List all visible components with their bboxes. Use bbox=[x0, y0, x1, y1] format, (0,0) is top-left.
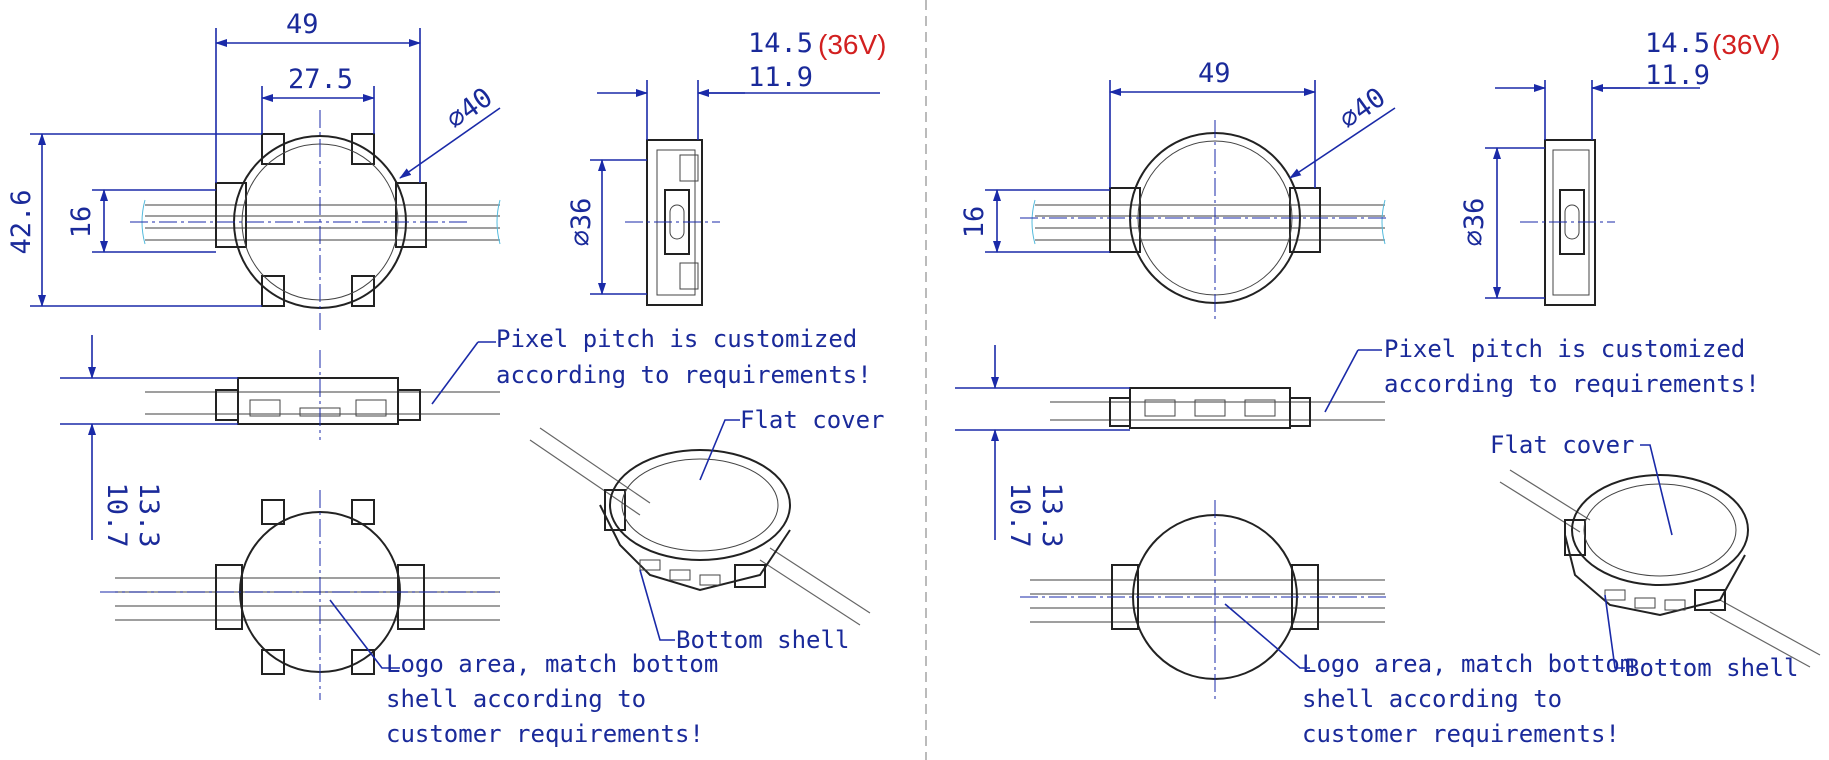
note-pixel-pitch-1-r: Pixel pitch is customized bbox=[1384, 335, 1745, 363]
note-logo-3: customer requirements! bbox=[386, 720, 704, 748]
dim-36v: (36V) bbox=[818, 29, 886, 60]
dim-13-3-r: 13.3 bbox=[1036, 482, 1067, 547]
dim-13-3: 13.3 bbox=[133, 482, 164, 547]
note-pixel-pitch-2: according to requirements! bbox=[496, 361, 872, 389]
note-bottom-shell: Bottom shell bbox=[676, 626, 849, 654]
left-side-view bbox=[625, 139, 720, 306]
right-panel: 49 ⌀40 16 14.5 (36V) 11.9 ⌀36 bbox=[955, 28, 1821, 748]
note-pixel-pitch-1: Pixel pitch is customized bbox=[496, 325, 857, 353]
note-logo-2: shell according to bbox=[386, 685, 646, 713]
right-side-view bbox=[1520, 139, 1615, 306]
dim-14-5: 14.5 bbox=[748, 28, 813, 59]
right-iso-view bbox=[1499, 469, 1821, 668]
left-bottom-view bbox=[100, 490, 500, 700]
note-logo-2-r: shell according to bbox=[1302, 685, 1562, 713]
note-bottom-shell-r: Bottom shell bbox=[1625, 654, 1798, 682]
dim-27-5: 27.5 bbox=[288, 64, 353, 95]
right-top-view bbox=[1020, 120, 1390, 320]
dim-diameter-40: ⌀40 bbox=[441, 82, 499, 136]
dim-49-r: 49 bbox=[1198, 58, 1231, 89]
left-iso-view bbox=[529, 427, 871, 626]
dim-diameter-36-r: ⌀36 bbox=[1459, 198, 1490, 247]
dim-10-7-r: 10.7 bbox=[1004, 482, 1035, 547]
dim-diameter-40-r: ⌀40 bbox=[1334, 82, 1392, 136]
note-logo-1-r: Logo area, match bottom bbox=[1302, 650, 1634, 678]
note-pixel-pitch-2-r: according to requirements! bbox=[1384, 370, 1760, 398]
right-front-view bbox=[1050, 387, 1385, 429]
left-panel: 49 27.5 ⌀40 42.6 16 bbox=[6, 9, 886, 748]
note-flat-cover-r: Flat cover bbox=[1490, 431, 1635, 459]
dim-11-9-r: 11.9 bbox=[1645, 60, 1710, 91]
dim-14-5-r: 14.5 bbox=[1645, 28, 1710, 59]
left-top-view bbox=[130, 110, 501, 330]
note-logo-3-r: customer requirements! bbox=[1302, 720, 1620, 748]
dim-36v-r: (36V) bbox=[1712, 29, 1780, 60]
dim-10-7: 10.7 bbox=[101, 482, 132, 547]
dim-42-6: 42.6 bbox=[6, 189, 37, 254]
note-flat-cover: Flat cover bbox=[740, 406, 885, 434]
note-logo-1: Logo area, match bottom bbox=[386, 650, 718, 678]
dim-diameter-36: ⌀36 bbox=[566, 198, 597, 247]
left-front-view bbox=[145, 350, 500, 440]
dim-16: 16 bbox=[66, 206, 97, 239]
right-bottom-view bbox=[1020, 500, 1390, 700]
dim-49: 49 bbox=[286, 9, 319, 40]
dim-11-9: 11.9 bbox=[748, 62, 813, 93]
dim-16-r: 16 bbox=[959, 206, 990, 239]
